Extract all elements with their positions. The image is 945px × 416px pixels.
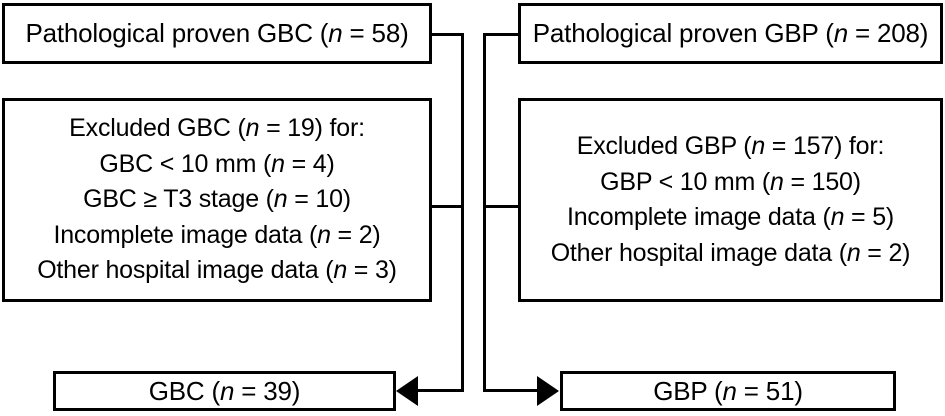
connector-right-stub-source: [483, 33, 521, 36]
node-gbp-final: GBP (n = 51): [560, 371, 896, 411]
arrowhead-right-icon: [537, 376, 559, 406]
connector-left-stub-source: [432, 33, 464, 36]
connector-right-trunk: [483, 33, 486, 392]
connector-right-stub-final: [483, 389, 539, 392]
connector-right-stub-excluded: [483, 205, 521, 208]
node-gbc-excluded: Excluded GBC (n = 19) for: GBC < 10 mm (…: [2, 98, 432, 302]
connector-left-trunk: [461, 33, 464, 392]
node-gbc-excluded-line-2: GBC < 10 mm (n = 4): [99, 149, 335, 178]
node-gbc-final-line-1: GBC (n = 39): [148, 375, 301, 406]
node-gbp-source-line-1: Pathological proven GBP (n = 208): [532, 18, 929, 49]
node-gbc-source-line-1: Pathological proven GBC (n = 58): [25, 18, 409, 49]
node-gbc-source: Pathological proven GBC (n = 58): [2, 3, 432, 64]
node-gbc-excluded-line-4: Incomplete image data (n = 2): [53, 220, 381, 249]
arrowhead-left-icon: [396, 376, 418, 406]
node-gbc-excluded-line-5: Other hospital image data (n = 3): [37, 256, 397, 285]
node-gbc-excluded-line-3: GBC ≥ T3 stage (n = 10): [83, 185, 351, 214]
connector-left-stub-excluded: [432, 205, 464, 208]
node-gbp-excluded: Excluded GBP (n = 157) for: GBP < 10 mm …: [518, 98, 943, 302]
node-gbp-excluded-line-4: Other hospital image data (n = 2): [550, 238, 911, 267]
node-gbc-excluded-line-1: Excluded GBC (n = 19) for:: [69, 114, 365, 143]
node-gbp-excluded-line-1: Excluded GBP (n = 157) for:: [576, 132, 885, 160]
node-gbp-excluded-line-2: GBP < 10 mm (n = 150): [600, 167, 861, 196]
node-gbp-source: Pathological proven GBP (n = 208): [518, 3, 943, 64]
node-gbp-final-line-1: GBP (n = 51): [653, 375, 803, 406]
node-gbp-excluded-line-3: Incomplete image data (n = 5): [566, 203, 895, 231]
node-gbc-final: GBC (n = 39): [53, 371, 396, 411]
connector-left-stub-final: [410, 389, 464, 392]
